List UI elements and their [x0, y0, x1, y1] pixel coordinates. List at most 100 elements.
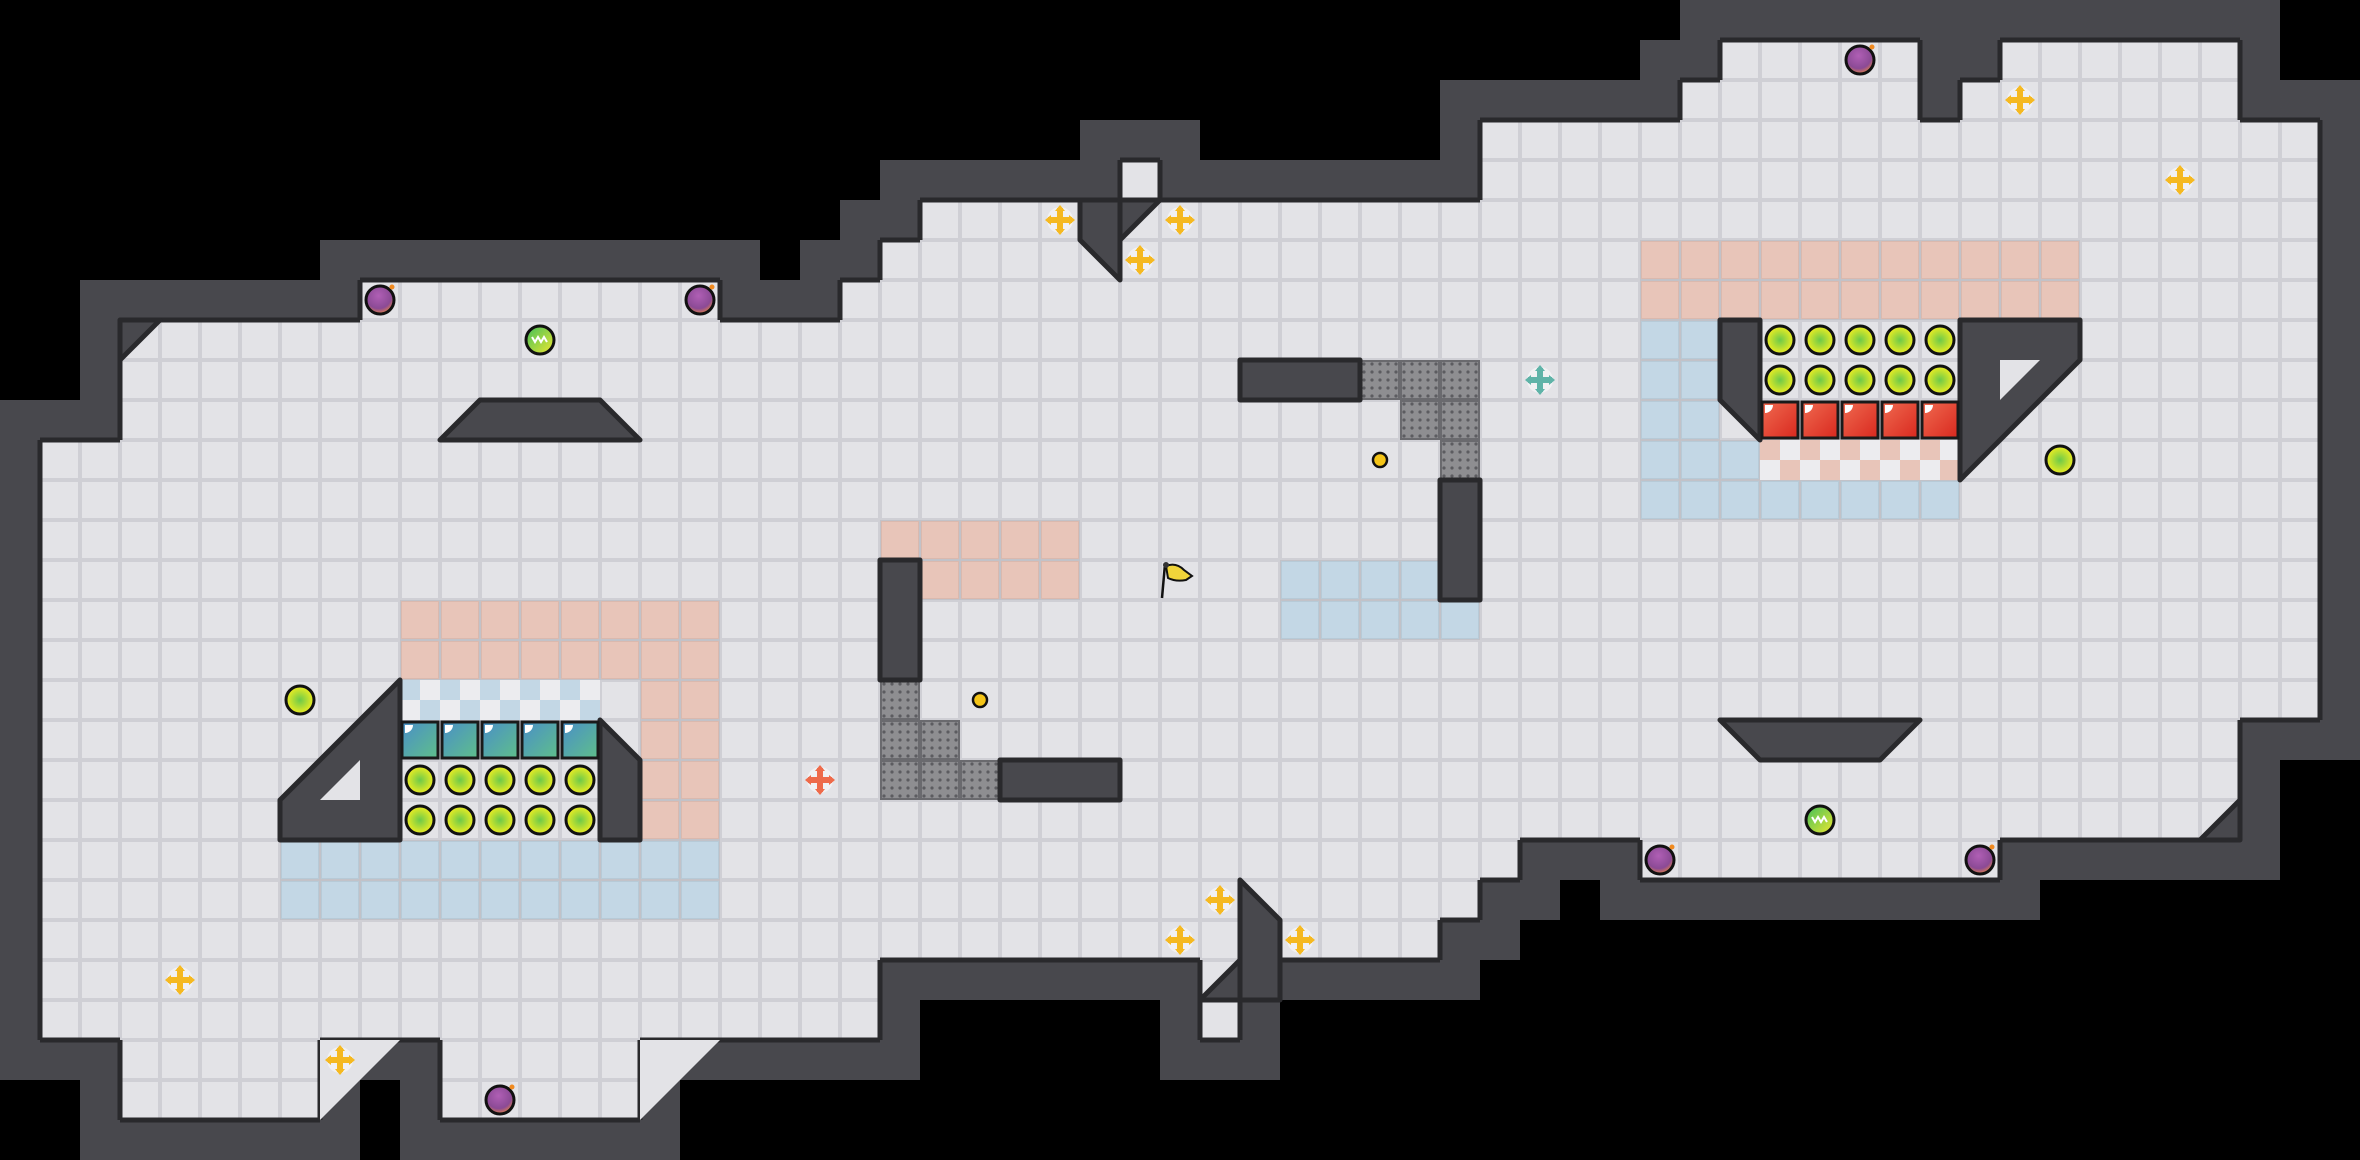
boost-arrow — [1165, 215, 1171, 225]
floor-tile — [2240, 520, 2280, 560]
floor-tile — [280, 1080, 320, 1120]
floor-tile — [1920, 560, 1960, 600]
wall-tile — [1920, 880, 1960, 920]
wall-tile — [880, 160, 920, 200]
floor-tile — [760, 880, 800, 920]
floor-tile — [2280, 440, 2320, 480]
floor-tile — [1720, 640, 1760, 680]
floor-tile — [1480, 480, 1520, 520]
floor-tile — [320, 680, 360, 720]
wall-tile — [1480, 80, 1520, 120]
floor-tile — [2080, 320, 2120, 360]
floor-tile — [80, 920, 120, 960]
wall-tile — [320, 280, 360, 320]
wall-tile — [2080, 0, 2120, 40]
floor-tile — [2280, 400, 2320, 440]
floor-tile — [1200, 440, 1240, 480]
floor-tile — [1920, 160, 1960, 200]
floor-tile — [1720, 760, 1760, 800]
floor-tile — [1760, 520, 1800, 560]
floor-tile — [240, 1080, 280, 1120]
grate-tile — [1440, 360, 1480, 400]
floor-tile — [1560, 720, 1600, 760]
floor-tile — [2000, 520, 2040, 560]
blue-endzone-checker — [440, 680, 480, 720]
floor-tile — [2080, 40, 2120, 80]
floor-tile — [80, 440, 120, 480]
gate-shine — [525, 725, 533, 733]
wall-tile — [2320, 120, 2360, 160]
wall-tile — [1720, 0, 1760, 40]
green-yellow-orb — [564, 804, 596, 836]
floor-tile — [1640, 120, 1680, 160]
floor-tile — [1000, 480, 1040, 520]
checker-square — [480, 680, 500, 700]
floor-tile — [1560, 120, 1600, 160]
floor-tile — [2040, 400, 2080, 440]
floor-tile — [1000, 720, 1040, 760]
boost-arrow — [2165, 175, 2171, 185]
floor-tile — [1320, 400, 1360, 440]
wall-tile — [1600, 80, 1640, 120]
wall-tile — [800, 240, 840, 280]
wall-tile — [2120, 0, 2160, 40]
floor-tile — [40, 1000, 80, 1040]
floor-tile — [1480, 360, 1520, 400]
floor-tile — [240, 960, 280, 1000]
floor-tile — [1480, 320, 1520, 360]
floor-tile — [1080, 680, 1120, 720]
boost-arrow — [1135, 245, 1145, 251]
floor-tile — [1240, 800, 1280, 840]
floor-tile — [1520, 280, 1560, 320]
red-zone-tile — [1960, 240, 2000, 280]
floor-tile — [1360, 920, 1400, 960]
floor-tile — [2240, 480, 2280, 520]
floor-tile — [1040, 240, 1080, 280]
floor-tile — [2080, 520, 2120, 560]
floor-tile — [1400, 480, 1440, 520]
wall-tile — [160, 280, 200, 320]
floor-tile — [960, 400, 1000, 440]
floor-tile — [440, 1080, 480, 1120]
floor-tile — [1000, 880, 1040, 920]
floor-tile — [1360, 320, 1400, 360]
blue-zone-tile — [1720, 440, 1760, 480]
zone-layer — [280, 240, 2080, 920]
wall-tile — [1960, 0, 2000, 40]
wall-tile — [520, 240, 560, 280]
floor-tile — [320, 320, 360, 360]
floor-tile — [320, 360, 360, 400]
wall-tile — [1840, 0, 1880, 40]
floor-tile — [560, 1040, 600, 1080]
floor-tile — [1400, 680, 1440, 720]
floor-tile — [760, 560, 800, 600]
floor-tile — [1280, 520, 1320, 560]
floor-tile — [1440, 760, 1480, 800]
floor-tile — [2040, 680, 2080, 720]
wall-tile — [240, 280, 280, 320]
floor-tile — [1200, 720, 1240, 760]
wall-tile — [1320, 960, 1360, 1000]
floor-tile — [2040, 560, 2080, 600]
floor-tile — [160, 640, 200, 680]
floor-tile — [360, 560, 400, 600]
wall-tile — [2000, 840, 2040, 880]
floor-tile — [1200, 680, 1240, 720]
red-boost — [805, 765, 835, 795]
floor-tile — [1520, 800, 1560, 840]
wall-tile — [0, 760, 40, 800]
bomb-body — [1644, 844, 1676, 876]
floor-tile — [720, 880, 760, 920]
floor-tile — [1440, 640, 1480, 680]
floor-tile — [80, 840, 120, 880]
wall-tile — [1000, 160, 1040, 200]
floor-tile — [280, 920, 320, 960]
floor-tile — [2080, 720, 2120, 760]
floor-tile — [720, 720, 760, 760]
boost-bar — [168, 977, 192, 983]
floor-tile — [2200, 40, 2240, 80]
floor-tile — [360, 440, 400, 480]
floor-tile — [1600, 800, 1640, 840]
floor-tile — [560, 520, 600, 560]
floor-tile — [680, 920, 720, 960]
